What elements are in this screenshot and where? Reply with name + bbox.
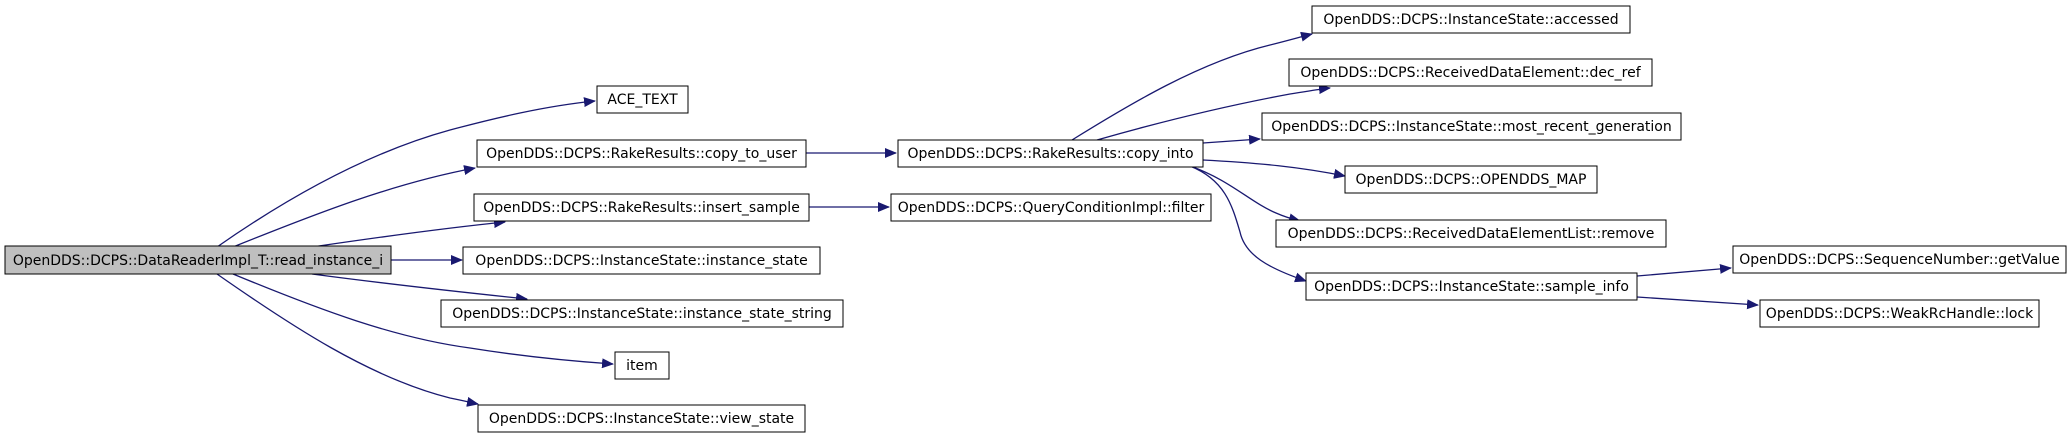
node-label: OpenDDS::DCPS::DataReaderImpl_T::read_in… (13, 253, 383, 269)
edge-sample-info-lock (1636, 296, 1759, 310)
edge-sample-info-get-value (1636, 263, 1732, 277)
node-label: OpenDDS::DCPS::RakeResults::copy_into (907, 146, 1193, 162)
node-lock[interactable]: OpenDDS::DCPS::WeakRcHandle::lock (1759, 299, 2040, 328)
edge-copy-into-most-recent-generation (1202, 134, 1261, 145)
node-label: OpenDDS::DCPS::InstanceState::view_state (489, 411, 794, 427)
node-label: OpenDDS::DCPS::RakeResults::insert_sampl… (483, 200, 800, 216)
node-copy-into[interactable]: OpenDDS::DCPS::RakeResults::copy_into (897, 139, 1204, 168)
node-insert-sample[interactable]: OpenDDS::DCPS::RakeResults::insert_sampl… (473, 193, 810, 222)
node-instance-state[interactable]: OpenDDS::DCPS::InstanceState::instance_s… (462, 246, 821, 275)
node-get-value[interactable]: OpenDDS::DCPS::SequenceNumber::getValue (1732, 245, 2067, 274)
node-instance-state-string[interactable]: OpenDDS::DCPS::InstanceState::instance_s… (440, 299, 844, 328)
node-opendds-map[interactable]: OpenDDS::DCPS::OPENDDS_MAP (1344, 165, 1598, 194)
node-label: OpenDDS::DCPS::InstanceState::instance_s… (475, 253, 807, 269)
edge-root-view-state (216, 273, 479, 407)
node-label: OpenDDS::DCPS::WeakRcHandle::lock (1766, 306, 2034, 322)
node-remove[interactable]: OpenDDS::DCPS::ReceivedDataElementList::… (1275, 219, 1667, 248)
node-label: ACE_TEXT (607, 92, 678, 108)
node-filter[interactable]: OpenDDS::DCPS::QueryConditionImpl::filte… (890, 193, 1212, 222)
edge-copy-into-opendds-map (1202, 159, 1346, 179)
node-accessed[interactable]: OpenDDS::DCPS::InstanceState::accessed (1311, 5, 1631, 34)
node-label: OpenDDS::DCPS::InstanceState::accessed (1323, 12, 1618, 28)
node-most-recent-generation[interactable]: OpenDDS::DCPS::InstanceState::most_recen… (1261, 112, 1682, 141)
node-view-state[interactable]: OpenDDS::DCPS::InstanceState::view_state (477, 404, 806, 433)
edge-root-insert-sample (311, 218, 506, 248)
node-label: OpenDDS::DCPS::InstanceState::most_recen… (1271, 119, 1672, 135)
node-label: OpenDDS::DCPS::QueryConditionImpl::filte… (898, 200, 1205, 216)
node-label: OpenDDS::DCPS::ReceivedDataElement::dec_… (1300, 65, 1641, 81)
edge-copy-into-remove (1189, 165, 1301, 224)
node-ace-text[interactable]: ACE_TEXT (596, 85, 689, 114)
edge-copy-into-accessed (1071, 31, 1313, 141)
node-item[interactable]: item (614, 351, 670, 380)
edge-root-item (232, 273, 614, 369)
node-dec-ref[interactable]: OpenDDS::DCPS::ReceivedDataElement::dec_… (1288, 58, 1653, 87)
edges (216, 31, 1759, 407)
node-label: OpenDDS::DCPS::SequenceNumber::getValue (1739, 252, 2060, 268)
edge-root-instance-state-string (311, 273, 528, 303)
node-root[interactable]: OpenDDS::DCPS::DataReaderImpl_T::read_in… (4, 245, 392, 275)
nodes: OpenDDS::DCPS::DataReaderImpl_T::read_in… (4, 5, 2067, 433)
node-label: OpenDDS::DCPS::RakeResults::copy_to_user (486, 146, 797, 162)
edge-root-ace-text (216, 97, 596, 248)
edge-root-copy-to-user (232, 165, 476, 248)
edge-copy-into-dec-ref (1096, 84, 1331, 141)
node-label: OpenDDS::DCPS::OPENDDS_MAP (1356, 172, 1587, 188)
node-label: OpenDDS::DCPS::InstanceState::sample_inf… (1314, 279, 1629, 295)
node-sample-info[interactable]: OpenDDS::DCPS::InstanceState::sample_inf… (1305, 272, 1638, 301)
node-label: OpenDDS::DCPS::ReceivedDataElementList::… (1288, 226, 1655, 242)
node-label: item (626, 358, 658, 374)
edge-copy-into-sample-info (1189, 165, 1307, 283)
node-copy-to-user[interactable]: OpenDDS::DCPS::RakeResults::copy_to_user (476, 139, 807, 168)
node-label: OpenDDS::DCPS::InstanceState::instance_s… (452, 306, 832, 322)
